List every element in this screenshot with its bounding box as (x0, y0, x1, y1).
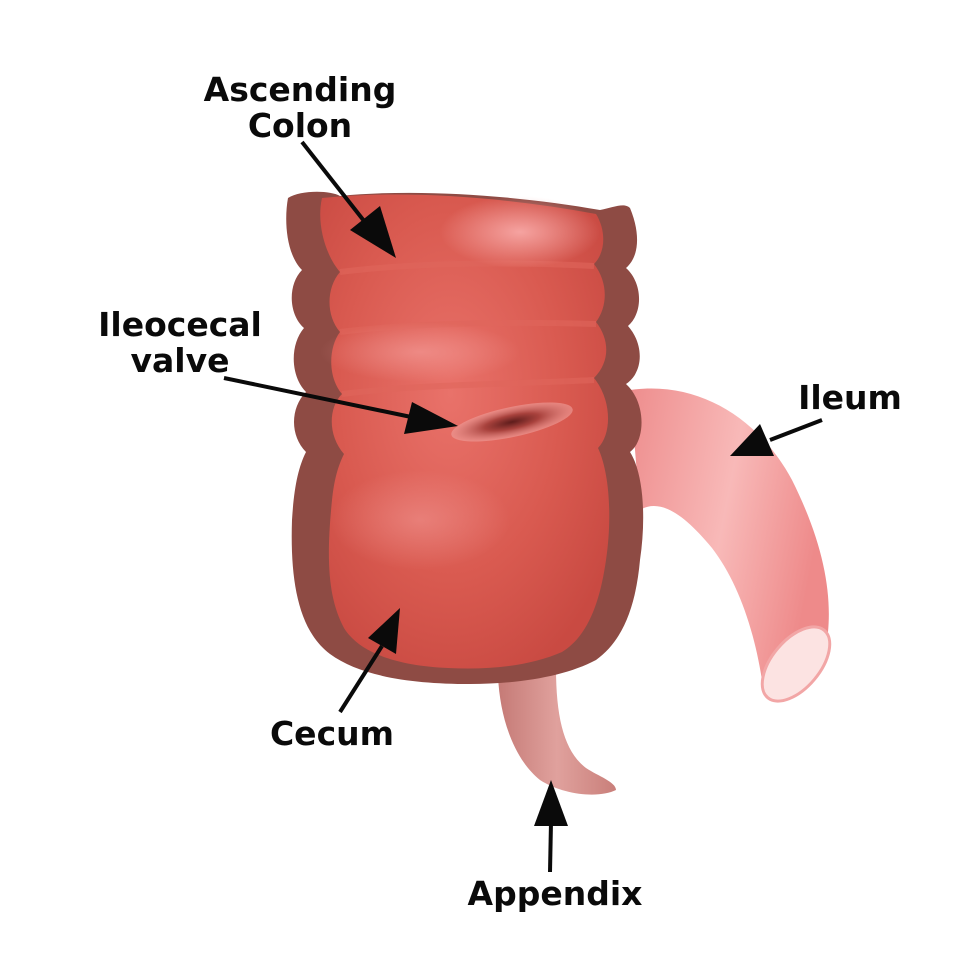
colon-highlight (440, 196, 600, 268)
ileocecal-valve-label: Ileocecal valve (90, 307, 270, 379)
ileum-opening (760, 625, 832, 703)
appendix-arrowhead (534, 780, 568, 826)
ileum-label: Ileum (798, 378, 902, 417)
arrows (223, 140, 823, 873)
ascending-colon-arrow-line (300, 140, 370, 228)
appendix-label: Appendix (467, 874, 643, 913)
haustra-fold (341, 377, 595, 397)
appendix-shape (498, 668, 616, 795)
appendix-arrow-line (548, 821, 553, 873)
ileum-arrowhead (730, 424, 774, 456)
ileocecal-valve-arrow-line (223, 376, 417, 420)
ileocecal-valve-label-line1: Ileocecal (98, 305, 262, 344)
colon-highlight (330, 470, 510, 570)
ascending-colon-label: Ascending Colon (200, 72, 400, 144)
haustra-fold (339, 260, 595, 275)
cecum-arrow-line (338, 644, 384, 714)
ascending-colon-label-line2: Colon (247, 106, 353, 145)
ileum-tube (630, 388, 829, 694)
ileocecal-valve-opening (451, 402, 573, 442)
cecum-arrowhead (368, 608, 400, 654)
colon-highlight (320, 322, 520, 382)
cecum-label: Cecum (269, 714, 395, 753)
ascending-colon-arrowhead (350, 206, 396, 258)
ileocecal-valve-label-line2: valve (130, 341, 230, 380)
ileum-arrow-line (769, 418, 823, 442)
ascending-colon-label-line1: Ascending (203, 70, 397, 109)
ileocecal-valve-arrowhead (404, 402, 458, 434)
